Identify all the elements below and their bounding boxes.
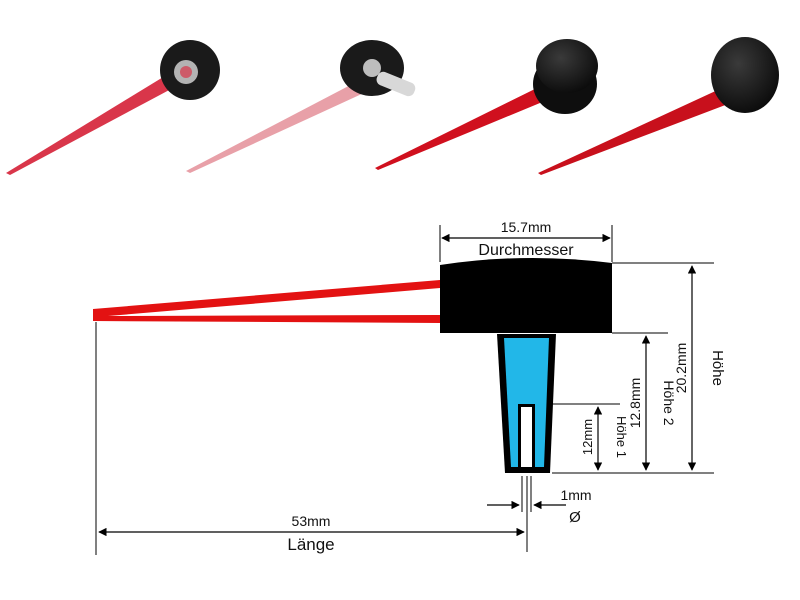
needle-photo-1-pointer	[6, 68, 188, 175]
height-label: Höhe	[709, 350, 726, 386]
height1-value: 12mm	[580, 419, 595, 455]
diameter-label: Durchmesser	[478, 242, 574, 259]
length-value: 53mm	[292, 513, 331, 529]
product-photos	[6, 37, 779, 175]
needle-photo-2-shaft	[376, 71, 416, 97]
needle-photo-2	[186, 40, 416, 173]
extension-lines	[95, 225, 714, 555]
dimension-lines	[98, 233, 697, 537]
needle-photo-2-pointer	[186, 80, 366, 173]
technical-drawing: 15.7mm Durchmesser Höhe 20.2mm Höhe 2 12…	[93, 219, 726, 555]
hole-value: 1mm	[560, 487, 591, 503]
height2-value: 12.8mm	[627, 378, 643, 429]
height2-label: Höhe 2	[661, 380, 677, 425]
needle-photo-4	[538, 37, 779, 175]
needle-pointer-shape	[93, 280, 440, 323]
length-label: Länge	[287, 535, 334, 554]
needle-photo-3-cap	[536, 39, 598, 93]
diameter-value: 15.7mm	[501, 219, 552, 235]
shaft-inner	[504, 338, 549, 467]
needle-photo-3-pointer	[375, 84, 552, 170]
needle-photo-1	[6, 40, 220, 175]
height1-label: Höhe 1	[614, 416, 629, 458]
cap-body	[440, 257, 612, 333]
height-value: 20.2mm	[673, 343, 689, 394]
needle-photo-4-pointer	[538, 88, 728, 175]
needle-photo-4-cap	[711, 37, 779, 113]
hole-label: Ø	[569, 509, 581, 526]
needle-photo-3	[375, 39, 598, 170]
